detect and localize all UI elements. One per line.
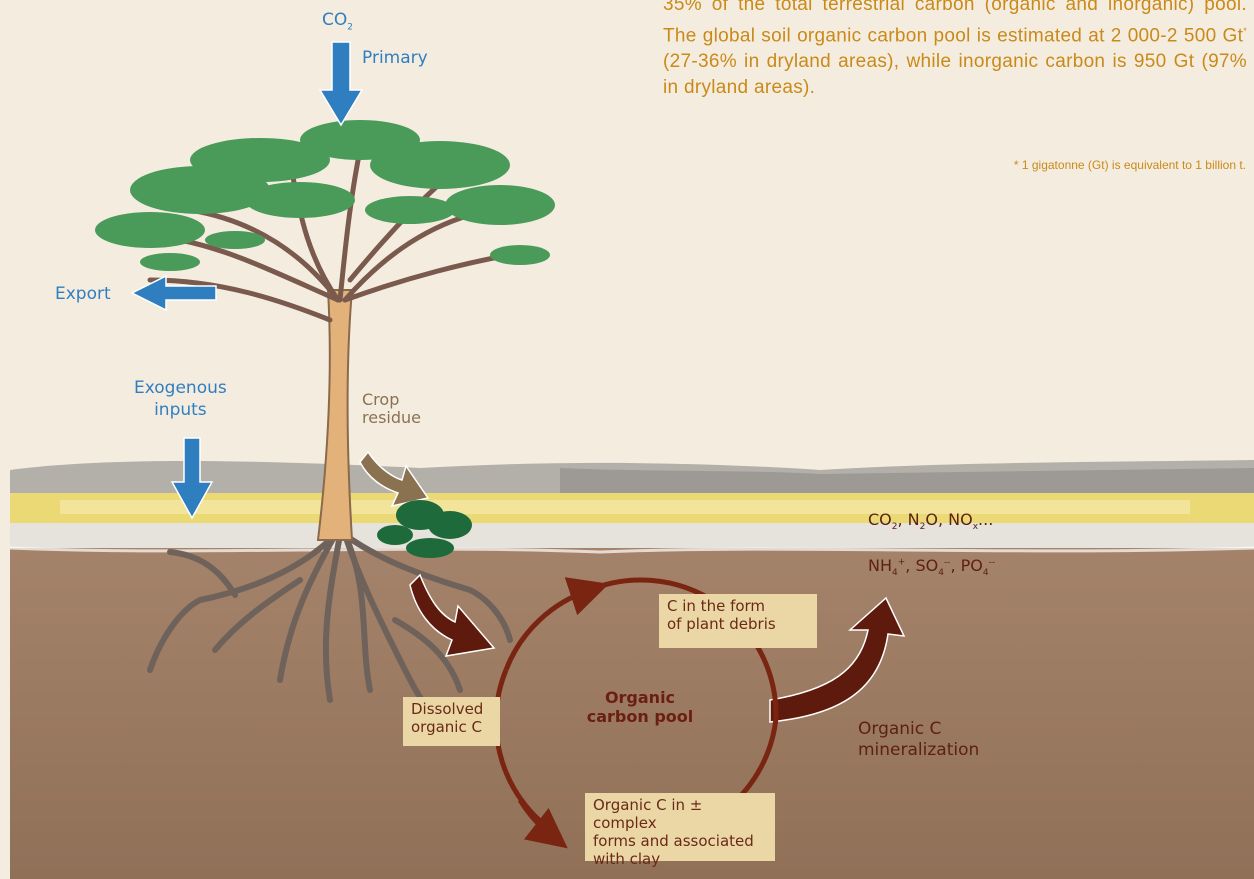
co2-top-label: CO2: [322, 10, 353, 33]
input-to-pool-arrow: [409, 573, 496, 657]
topsoil-yellow-inner: [60, 500, 1190, 514]
tree-canopy: [95, 120, 555, 271]
export-arrow: [130, 274, 217, 312]
primary-label: Primary: [362, 48, 428, 68]
exogenous-inputs-arrow: [170, 437, 214, 520]
rock-layer-dark: [560, 468, 1254, 498]
primary-arrow: [318, 41, 364, 127]
export-label: Export: [55, 284, 111, 304]
tree-trunk: [316, 289, 354, 541]
footnote: * 1 gigatonne (Gt) is equivalent to 1 bi…: [1013, 158, 1246, 172]
mineralization-arrow: [769, 596, 906, 723]
crop-residue-plant: [377, 500, 472, 558]
roots: [147, 532, 513, 713]
ions-label: NH4+, SO4--, PO4--: [868, 556, 996, 579]
gases-label: CO2, N2O, NOx...: [868, 510, 994, 533]
intro-paragraph: 35% of the total terrestrial carbon (org…: [663, 0, 1247, 99]
